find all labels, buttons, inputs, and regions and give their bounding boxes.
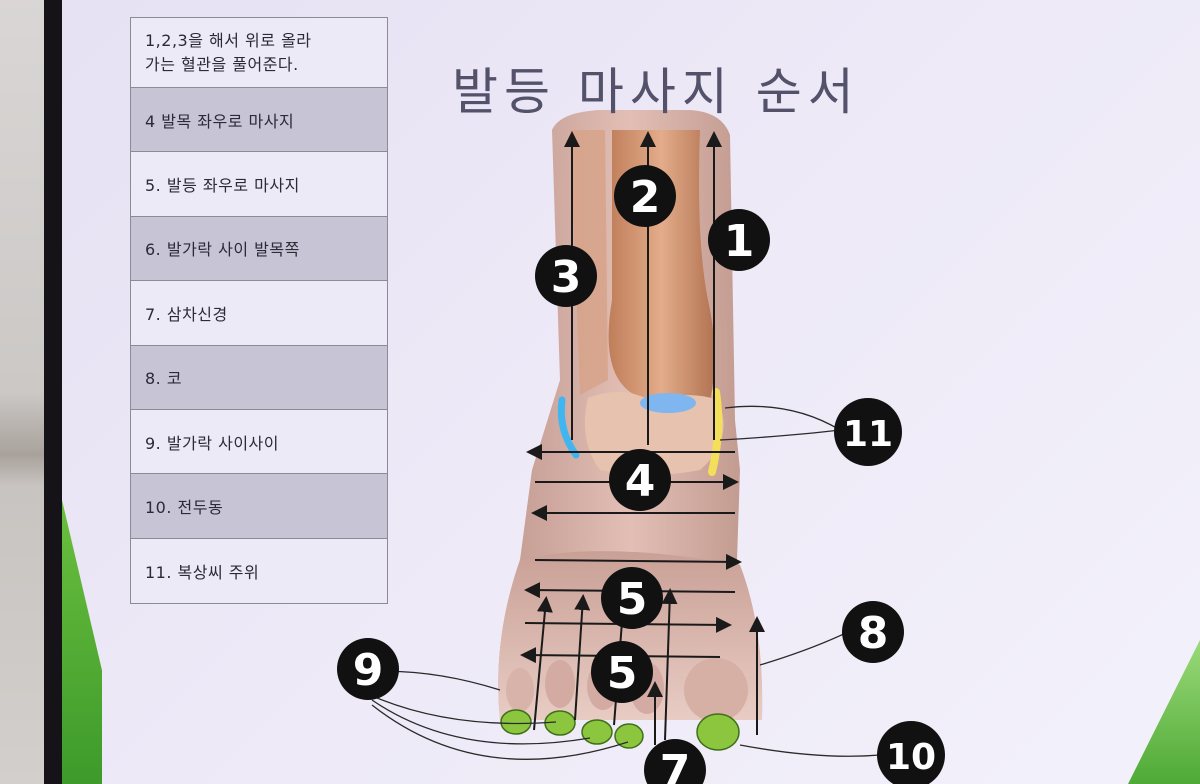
marker-2: 2 — [614, 165, 676, 227]
monitor-bezel — [44, 0, 64, 784]
step-row-5: 5. 발등 좌우로 마사지 — [131, 152, 387, 217]
step-row-9: 9. 발가락 사이사이 — [131, 409, 387, 475]
toe-2 — [545, 660, 575, 708]
svg-text:8: 8 — [858, 608, 889, 659]
wall-background — [0, 0, 46, 784]
marker-8: 8 — [842, 601, 904, 663]
step-text: 4 발목 좌우로 마사지 — [145, 111, 295, 131]
toe-1 — [506, 668, 534, 712]
step-row-6: 6. 발가락 사이 발목쪽 — [131, 216, 387, 282]
foot-illustration — [498, 110, 763, 722]
massage-steps-table: 1,2,3을 해서 위로 올라 가는 혈관을 풀어준다. 4 발목 좌우로 마사… — [130, 17, 388, 605]
talus-bone — [584, 391, 724, 475]
step-text: 5. 발등 좌우로 마사지 — [145, 176, 300, 196]
marker-11: 11 — [834, 398, 902, 466]
svg-text:2: 2 — [630, 172, 661, 223]
svg-text:11: 11 — [843, 414, 893, 455]
step-row-11: 11. 복상씨 주위 — [131, 538, 387, 604]
step-row-10: 10. 전두동 — [131, 474, 387, 539]
ankle-band-left-blue — [557, 396, 580, 459]
marker-5-upper: 5 — [601, 567, 663, 629]
ankle-joint-highlight — [640, 393, 696, 413]
step-text: 9. 발가락 사이사이 — [145, 433, 279, 453]
toe-arrows — [533, 588, 765, 745]
svg-text:5: 5 — [607, 648, 638, 699]
svg-text:4: 4 — [625, 456, 656, 507]
step-row-1: 1,2,3을 해서 위로 올라 가는 혈관을 풀어준다. — [131, 18, 387, 88]
marker-9: 9 — [337, 638, 399, 700]
marker-4: 4 — [609, 449, 671, 511]
svg-text:3: 3 — [551, 252, 582, 303]
svg-text:7: 7 — [660, 746, 691, 784]
step-text: 1,2,3을 해서 위로 올라 가는 혈관을 풀어준다. — [145, 30, 312, 74]
step-row-7: 7. 삼차신경 — [131, 281, 387, 346]
step-row-4: 4 발목 좌우로 마사지 — [131, 88, 387, 153]
step-text: 11. 복상씨 주위 — [145, 562, 260, 582]
marker-5-lower: 5 — [591, 641, 653, 703]
svg-text:9: 9 — [353, 645, 384, 696]
ankle-band-right-yellow — [708, 388, 723, 476]
marker-10: 10 — [877, 721, 945, 784]
step-row-8: 8. 코 — [131, 345, 387, 410]
marker-3: 3 — [535, 245, 597, 307]
marker-7: 7 — [644, 739, 706, 784]
marker-1: 1 — [708, 209, 770, 271]
step-text: 7. 삼차신경 — [145, 304, 228, 324]
svg-text:5: 5 — [617, 574, 648, 625]
svg-text:10: 10 — [886, 737, 936, 778]
step-text: 10. 전두동 — [145, 498, 224, 518]
slide-title: 발등 마사지 순서 — [452, 63, 860, 121]
toe-5 — [684, 658, 748, 722]
step-text: 8. 코 — [145, 369, 183, 389]
step-text: 6. 발가락 사이 발목쪽 — [145, 240, 300, 260]
svg-text:1: 1 — [724, 216, 755, 267]
